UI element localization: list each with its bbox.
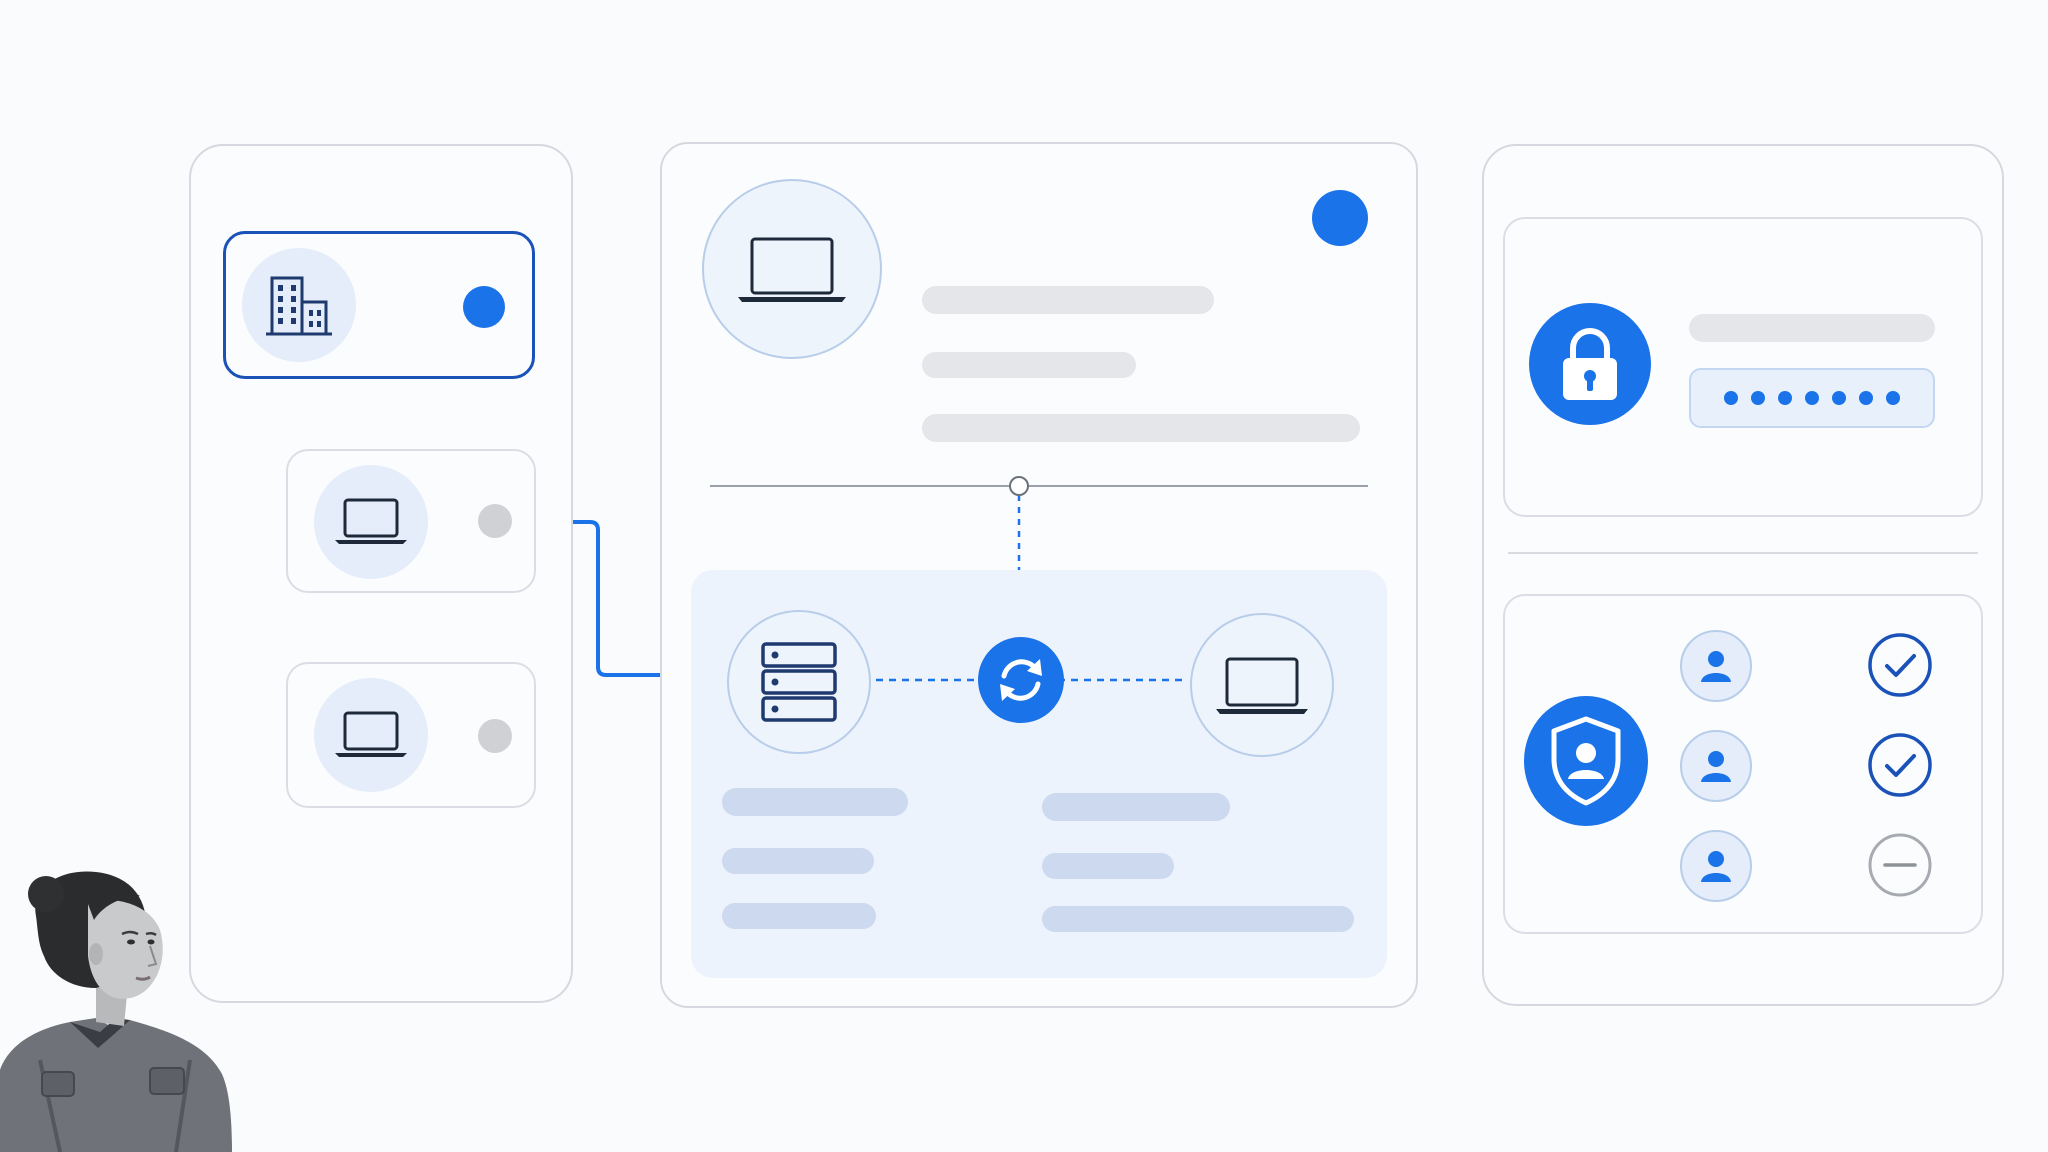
user-shield-icon: [1551, 716, 1621, 806]
laptop-icon: [1216, 657, 1308, 714]
minus-icon: [1868, 833, 1932, 897]
laptop-icon: [335, 711, 407, 757]
username-placeholder: [1689, 314, 1935, 342]
access-granted-check[interactable]: [1867, 632, 1933, 698]
shield-avatar: [1524, 696, 1648, 826]
online-status-dot: [1312, 190, 1368, 246]
access-card: [1503, 594, 1983, 934]
server-icon: [761, 642, 837, 722]
building-icon: [266, 276, 332, 336]
placeholder-line: [922, 414, 1360, 442]
lock-avatar: [1529, 303, 1651, 425]
sync-button[interactable]: [978, 637, 1064, 723]
password-dot: [1832, 391, 1846, 405]
organization-card[interactable]: [223, 231, 535, 379]
device-card[interactable]: [286, 662, 536, 808]
section-divider: [1508, 552, 1978, 554]
device-card[interactable]: [286, 449, 536, 593]
user-avatar: [1680, 830, 1752, 902]
inactive-status-dot: [478, 504, 512, 538]
user-icon: [1701, 751, 1731, 782]
lock-icon: [1563, 328, 1617, 400]
laptop-icon: [335, 498, 407, 544]
placeholder-line: [1042, 793, 1230, 821]
credentials-card: [1503, 217, 1983, 517]
placeholder-line: [922, 352, 1136, 378]
user-icon: [1701, 651, 1731, 682]
access-granted-check[interactable]: [1867, 732, 1933, 798]
flow-arrow: [536, 520, 672, 677]
password-dot: [1859, 391, 1873, 405]
active-status-dot: [463, 286, 505, 328]
password-dot: [1778, 391, 1792, 405]
check-icon: [1868, 733, 1932, 797]
person-illustration: [0, 871, 232, 1152]
placeholder-line: [722, 848, 874, 874]
check-icon: [1868, 633, 1932, 697]
password-field[interactable]: [1689, 368, 1935, 428]
placeholder-line: [1042, 853, 1174, 879]
organization-avatar: [242, 248, 356, 362]
device-avatar-large: [702, 179, 882, 359]
user-avatar: [1680, 730, 1752, 802]
device-avatar: [1190, 613, 1334, 757]
password-dot: [1886, 391, 1900, 405]
inactive-status-dot: [478, 719, 512, 753]
placeholder-line: [922, 286, 1214, 314]
sync-icon: [1000, 659, 1042, 701]
server-avatar: [727, 610, 871, 754]
placeholder-line: [722, 788, 908, 816]
placeholder-line: [1042, 906, 1354, 932]
user-avatar: [1680, 630, 1752, 702]
section-divider: [710, 476, 1368, 574]
user-icon: [1701, 851, 1731, 882]
laptop-icon: [738, 237, 846, 302]
password-dot: [1724, 391, 1738, 405]
placeholder-line: [722, 903, 876, 929]
access-pending[interactable]: [1867, 832, 1933, 898]
password-dot: [1751, 391, 1765, 405]
password-dot: [1805, 391, 1819, 405]
device-avatar: [314, 678, 428, 792]
device-avatar: [314, 465, 428, 579]
